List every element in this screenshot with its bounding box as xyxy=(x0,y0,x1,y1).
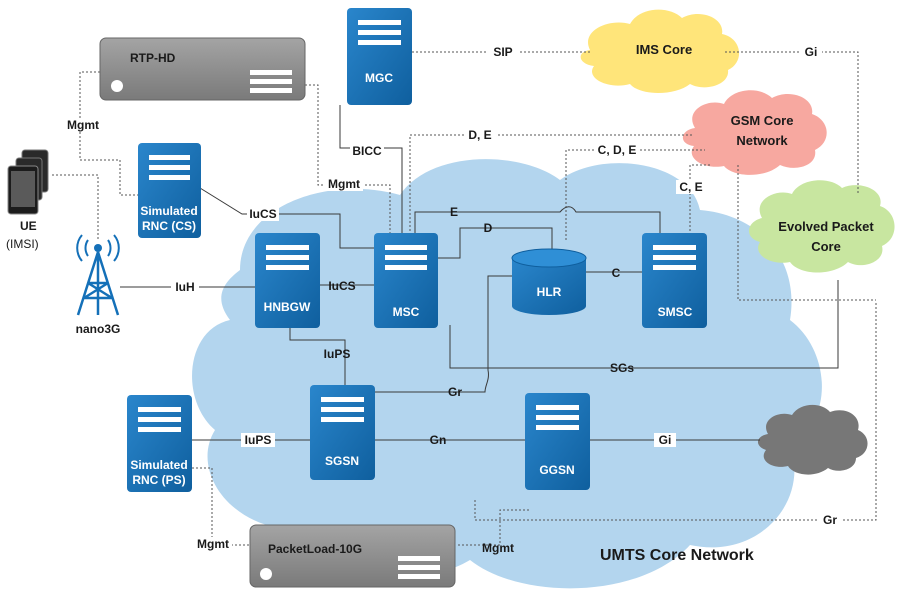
imsi-label: (IMSI) xyxy=(6,237,39,251)
umts-core-cloud xyxy=(192,159,822,589)
gsm-core-label-2: Network xyxy=(736,133,788,148)
e-label: E xyxy=(450,205,458,219)
gi-ims-label: Gi xyxy=(805,45,818,59)
nano3g-label: nano3G xyxy=(76,322,121,336)
iups-hnbgw-label: IuPS xyxy=(324,347,351,361)
msc-label: MSC xyxy=(393,305,420,319)
ue-label: UE xyxy=(20,219,37,233)
umts-core-label: UMTS Core Network xyxy=(600,547,754,564)
mgc-label: MGC xyxy=(365,71,393,85)
ims-core-cloud xyxy=(580,9,740,94)
gsm-core-cloud xyxy=(682,90,827,175)
bicc-label: BICC xyxy=(352,144,382,158)
iucs-rnc-label: IuCS xyxy=(249,207,276,221)
ue-phones-icon[interactable] xyxy=(7,149,49,215)
ggsn-server[interactable]: GGSN xyxy=(525,393,590,490)
hlr-label: HLR xyxy=(537,285,562,299)
internet-cloud-icon xyxy=(757,404,868,475)
c-label: C xyxy=(612,266,621,280)
rnc-ps-label-1: Simulated xyxy=(130,458,187,472)
ggsn-label: GGSN xyxy=(539,463,574,477)
sgsn-server[interactable]: SGSN xyxy=(310,385,375,480)
iucs-hnbgw-label: IuCS xyxy=(328,279,355,293)
msc-server[interactable]: MSC xyxy=(374,233,438,328)
smsc-server[interactable]: SMSC xyxy=(642,233,707,328)
gsm-core-label-1: GSM Core xyxy=(731,113,794,128)
link-labels: SIP Gi Mgmt D, E BICC C, D, E Mgmt C, E … xyxy=(64,45,842,555)
ims-core-label: IMS Core xyxy=(636,42,692,57)
hnbgw-label: HNBGW xyxy=(264,300,311,314)
hlr-database[interactable]: HLR xyxy=(511,248,587,315)
power-led-icon xyxy=(260,568,272,580)
epc-label-1: Evolved Packet xyxy=(778,219,874,234)
mgc-server[interactable]: MGC xyxy=(347,8,412,105)
mgmt-packetload-label: Mgmt xyxy=(197,537,229,551)
rnc-cs-label-2: RNC (CS) xyxy=(142,219,196,233)
simulated-rnc-ps-server[interactable]: Simulated RNC (PS) xyxy=(127,395,192,492)
ce-label: C, E xyxy=(679,180,702,194)
gr-hlr-label: Gr xyxy=(448,385,462,399)
d-label: D xyxy=(484,221,493,235)
iuh-label: IuH xyxy=(175,280,194,294)
antenna-tower-icon[interactable] xyxy=(76,234,120,316)
sgsn-label: SGSN xyxy=(325,454,359,468)
hnbgw-server[interactable]: HNBGW xyxy=(255,233,320,328)
power-led-icon xyxy=(111,80,123,92)
de-label: D, E xyxy=(468,128,491,142)
rnc-cs-label-1: Simulated xyxy=(140,204,197,218)
mgmt-ggsn-label: Mgmt xyxy=(482,541,514,555)
rtp-hd-appliance[interactable]: RTP-HD xyxy=(99,37,306,101)
iups-rnc-label: IuPS xyxy=(245,433,272,447)
sip-label: SIP xyxy=(493,45,512,59)
epc-label-2: Core xyxy=(811,239,841,254)
simulated-rnc-cs-server[interactable]: Simulated RNC (CS) xyxy=(138,143,201,238)
mgmt-rtp-label: Mgmt xyxy=(67,118,99,132)
gi-ggsn-label: Gi xyxy=(659,433,672,447)
mgmt-msc-label: Mgmt xyxy=(328,177,360,191)
evolved-packet-core-cloud xyxy=(748,180,895,273)
packetload-appliance[interactable]: PacketLoad-10G xyxy=(249,524,456,588)
smsc-label: SMSC xyxy=(658,305,693,319)
rtp-hd-label: RTP-HD xyxy=(130,51,176,65)
sgs-label: SGs xyxy=(610,361,634,375)
gr-epc-label: Gr xyxy=(823,513,837,527)
gn-label: Gn xyxy=(430,433,447,447)
rnc-ps-label-2: RNC (PS) xyxy=(132,473,185,487)
packetload-label: PacketLoad-10G xyxy=(268,542,362,556)
cde-label: C, D, E xyxy=(598,143,637,157)
